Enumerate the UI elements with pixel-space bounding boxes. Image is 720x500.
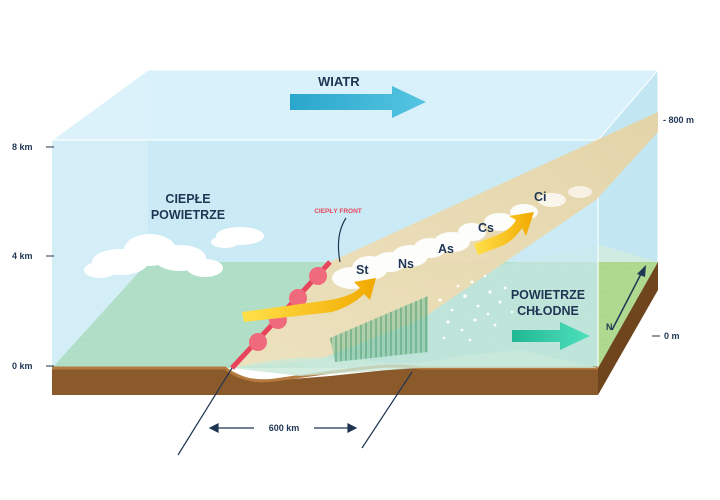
left-axis-ticks — [46, 146, 54, 367]
warm-front-label: CIEPŁY FRONT — [314, 208, 362, 215]
warm-air-arrow-high — [474, 212, 534, 255]
cold-air-label-line1: POWIETRZE — [511, 288, 585, 302]
cloud-label-ns: Ns — [398, 257, 414, 271]
north-label: N — [606, 322, 613, 332]
warm-air-arrow-low — [242, 278, 376, 322]
wind-label: WIATR — [318, 74, 360, 89]
warm-air-cloud — [84, 227, 264, 278]
warm-air-label-line2: POWIETRZE — [151, 208, 225, 222]
cloud-label-ci: Ci — [534, 190, 547, 204]
right-axis-top: - 800 m — [663, 115, 694, 125]
wind-arrow — [290, 86, 426, 118]
cloud-label-cs: Cs — [478, 221, 494, 235]
left-axis-mid: 4 km — [12, 251, 33, 261]
box-front-sky — [52, 140, 598, 368]
precipitation — [330, 296, 428, 362]
front-extension-lines — [177, 367, 413, 456]
ice-crystals — [438, 274, 514, 342]
distance-marker — [208, 423, 358, 433]
cloud-label-as: As — [438, 242, 454, 256]
cloud-label-st: St — [356, 263, 369, 277]
warm-front-pointer — [337, 217, 347, 263]
ground-side — [598, 262, 658, 395]
left-axis-bottom: 0 km — [12, 361, 33, 371]
distance-label: 600 km — [269, 423, 300, 433]
north-arrow — [611, 265, 646, 331]
left-axis-top: 8 km — [12, 142, 33, 152]
warm-air-label-line1: CIEPŁE — [165, 192, 210, 206]
cold-air-label-line2: CHŁODNE — [517, 304, 579, 318]
ground-front — [52, 368, 598, 395]
right-axis-bottom: 0 m — [664, 331, 680, 341]
cold-wedge-ground-shadow — [232, 350, 598, 376]
cold-air-arrow — [512, 322, 590, 350]
